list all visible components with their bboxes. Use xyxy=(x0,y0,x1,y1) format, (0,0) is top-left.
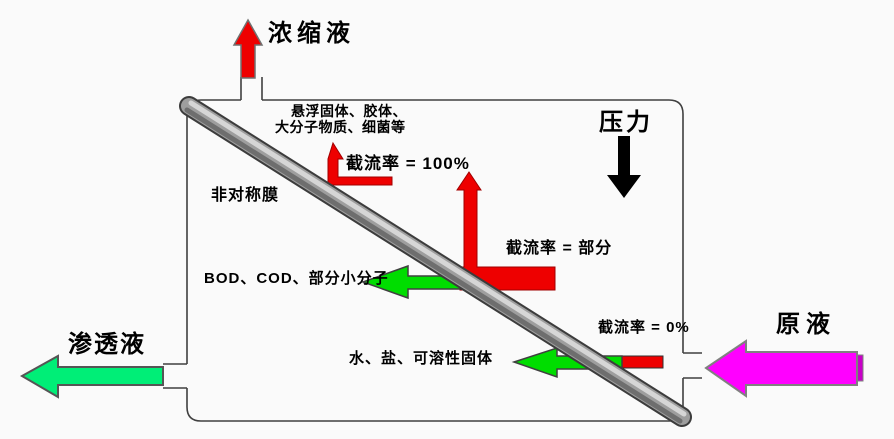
right-port xyxy=(683,352,702,379)
pressure-arrow-icon xyxy=(607,136,641,198)
membrane-label: 非对称膜 xyxy=(211,187,280,204)
top-port xyxy=(240,77,263,100)
rejection-partial-label: 截流率 = 部分 xyxy=(506,240,613,257)
rejection-partial-arrow-icon xyxy=(456,171,556,291)
left-port xyxy=(163,363,187,389)
pressure-label: 压力 xyxy=(599,109,653,136)
rejection-zero-label: 截流率 = 0% xyxy=(598,319,690,336)
permeate-arrow-icon xyxy=(19,354,164,399)
rejection-full-label: 截流率 = 100% xyxy=(346,154,470,173)
concentrate-label: 浓缩液 xyxy=(268,20,355,47)
concentrate-arrow-icon xyxy=(232,18,264,79)
retained-substances-line1: 悬浮固体、胶体、 xyxy=(291,103,407,119)
permeate-label: 渗透液 xyxy=(68,331,146,358)
retained-substances-line2: 大分子物质、细菌等 xyxy=(275,119,406,135)
bod-flow-label: BOD、COD、部分小分子 xyxy=(204,270,389,287)
water-flow-label: 水、盐、可溶性固体 xyxy=(349,350,494,367)
membrane-icon xyxy=(179,96,692,427)
feed-label: 原液 xyxy=(776,311,836,338)
rejection-full-arrow-icon xyxy=(327,141,393,186)
feed-arrow-icon xyxy=(704,339,864,398)
